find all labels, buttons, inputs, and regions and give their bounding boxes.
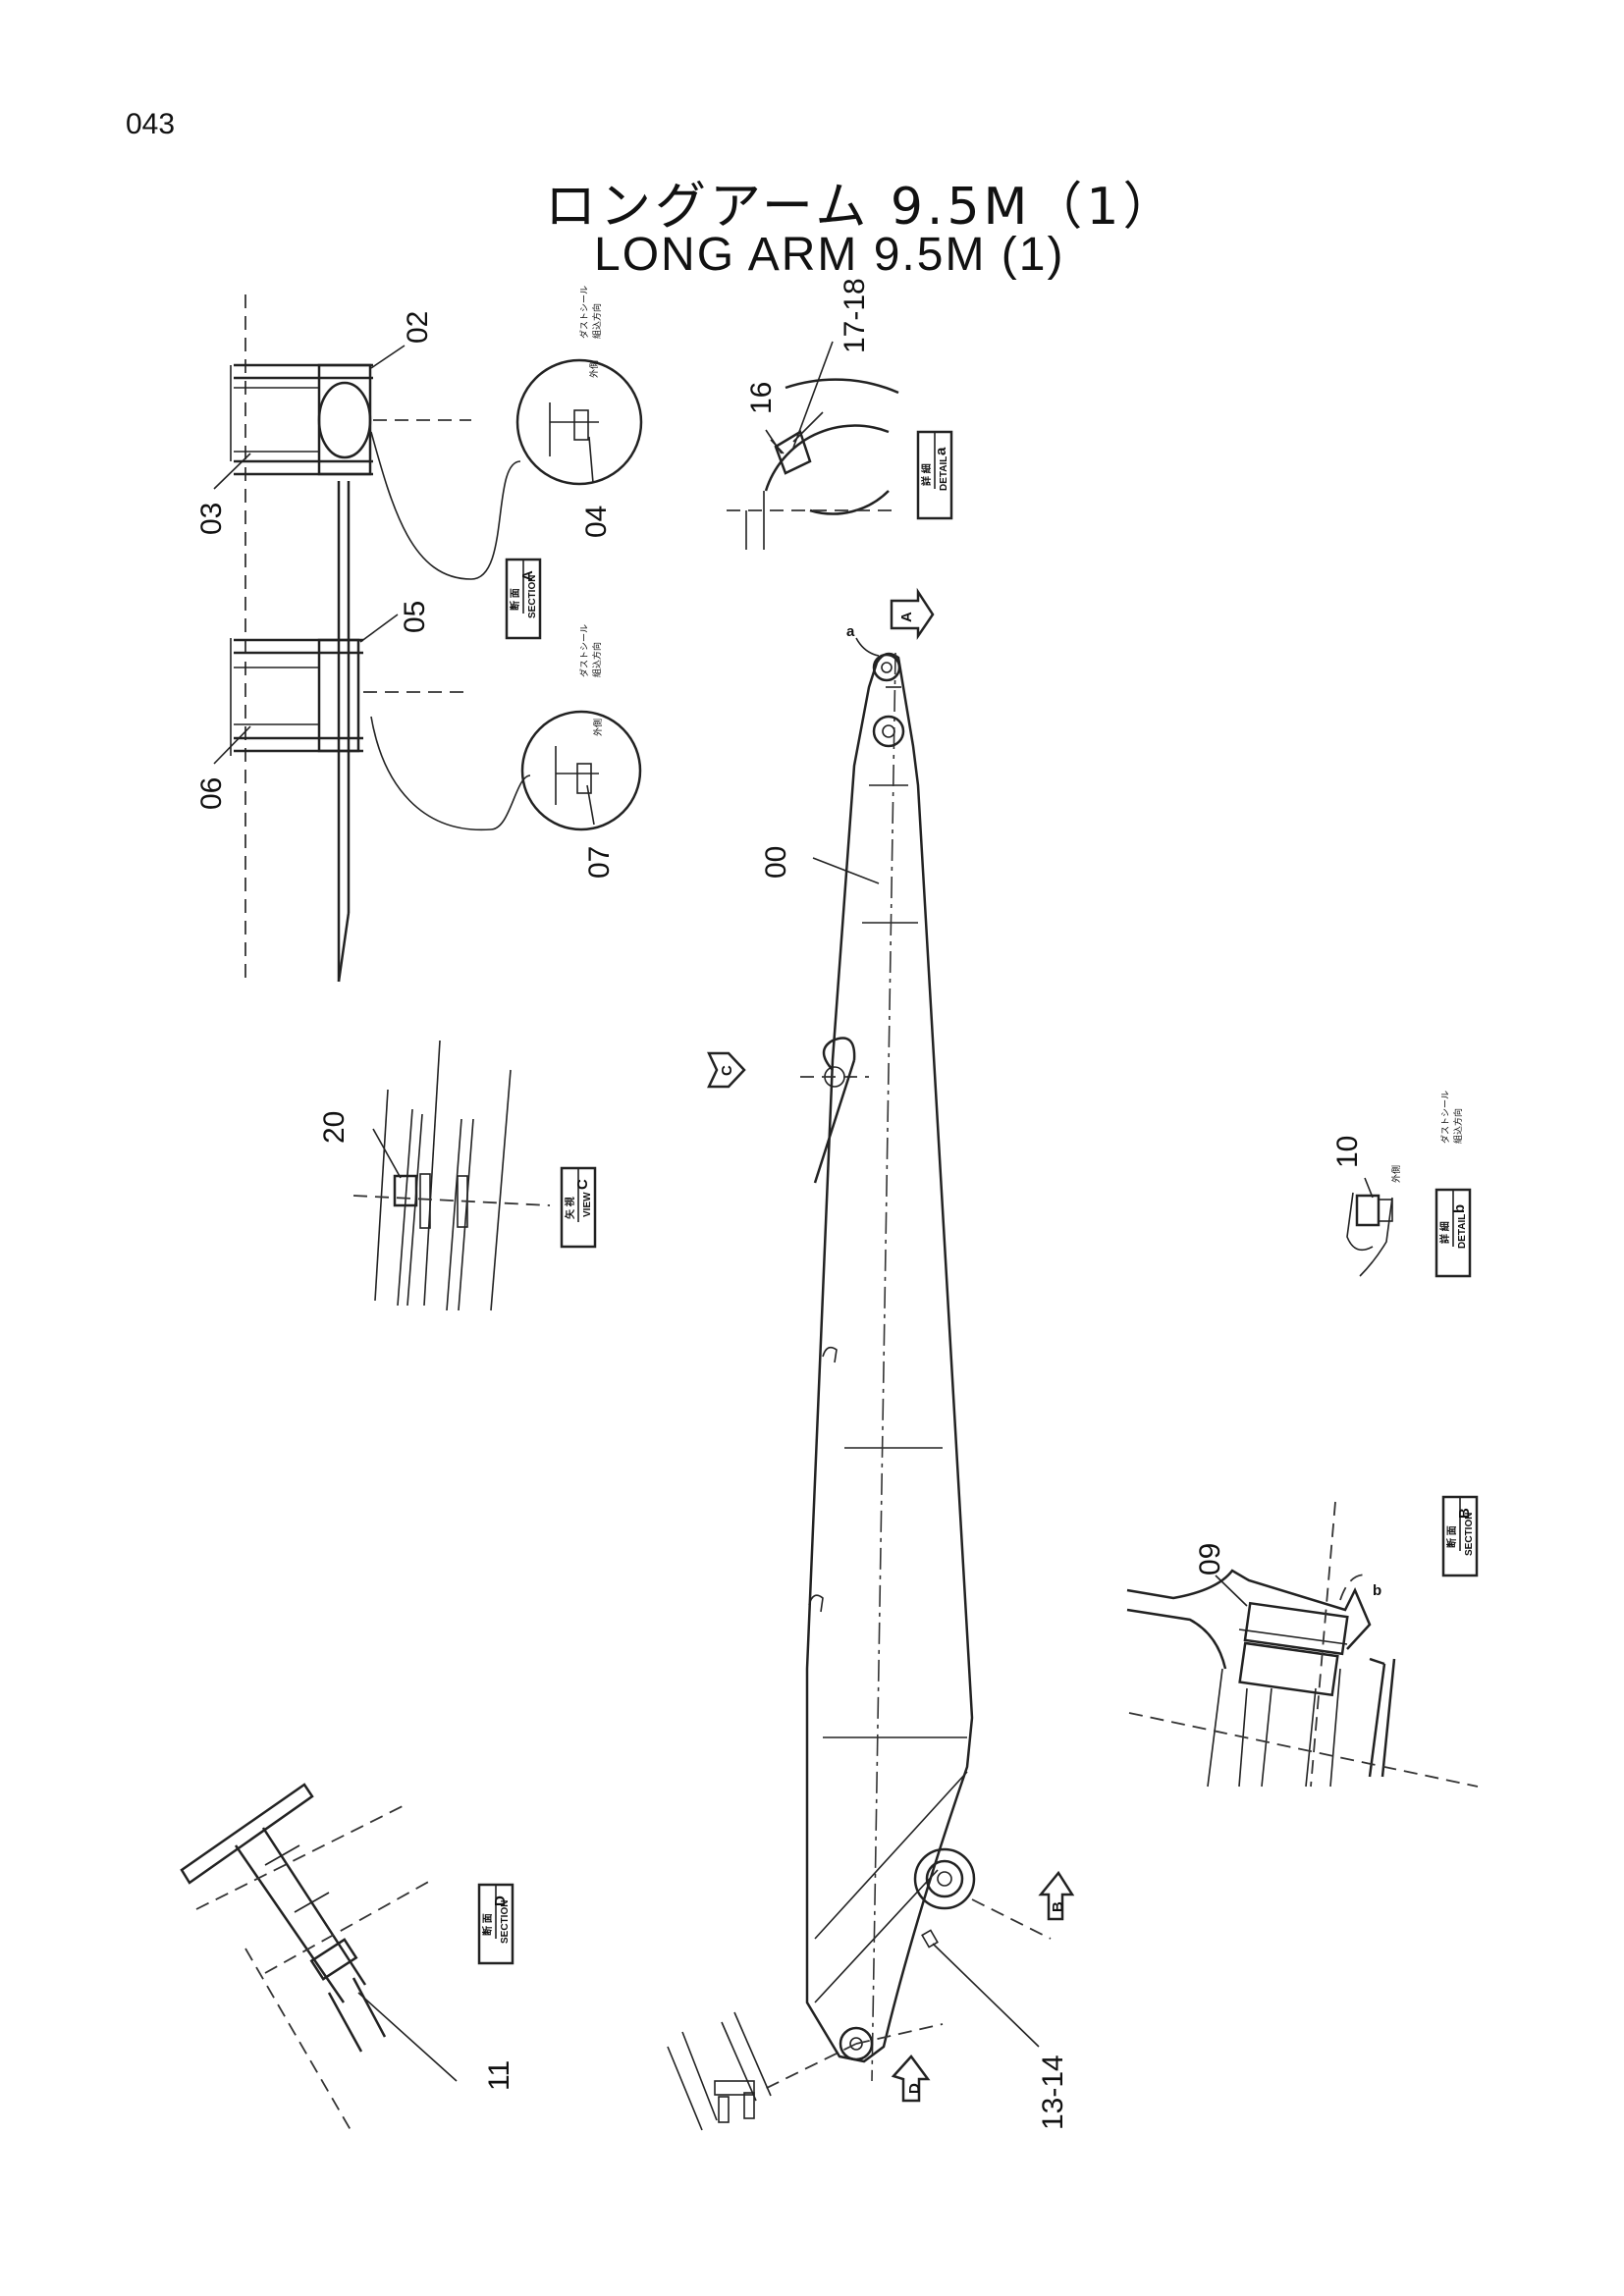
note-dust-seal-b: ダストシール (578, 624, 589, 677)
detail-a-tag: 詳 細 DETAIL a (916, 430, 953, 520)
note-install-dir-b: 組込方向 (591, 642, 602, 677)
note-outside-c: 外側 (1390, 1165, 1401, 1183)
tag-c-jp: 矢 視 (564, 1197, 576, 1219)
note-outside-a: 外側 (588, 360, 599, 378)
arrow-marker-d: D (891, 2055, 931, 2103)
tag-da-en: DETAIL (939, 456, 949, 491)
tag-a-letter: A (519, 570, 536, 581)
note-dust-seal-c: ダストシール (1439, 1091, 1450, 1144)
label-04: 04 (580, 506, 613, 538)
tag-b-en: SECTION (1464, 1513, 1475, 1556)
note-install-dir-a: 組込方向 (591, 303, 602, 339)
note-install-dir-c: 組込方向 (1452, 1108, 1463, 1144)
arrow-marker-c: C (707, 1051, 746, 1089)
label-03: 03 (195, 503, 228, 535)
tag-db-letter: b (1451, 1204, 1468, 1213)
section-d-tag: 断 面 SECTION D (477, 1883, 514, 1965)
section-a-drawing: 02 03 04 05 06 07 外側 外側 ダストシール 組込方向 ダストシ… (195, 286, 643, 983)
svg-text:D: D (906, 2083, 923, 2094)
tag-da-jp: 詳 細 (920, 463, 933, 486)
label-02: 02 (402, 311, 434, 344)
label-17-18: 17-18 (839, 278, 871, 353)
label-20: 20 (318, 1111, 351, 1144)
tag-d-en: SECTION (500, 1900, 511, 1944)
page-number: 043 (126, 108, 176, 140)
section-d-drawing: 11 (180, 1783, 515, 2136)
tag-b-letter: B (1456, 1508, 1473, 1519)
marker-b: b (1373, 1582, 1381, 1599)
label-13-14: 13-14 (1037, 2055, 1069, 2130)
tag-b-jp: 断 面 (1445, 1525, 1458, 1548)
label-10: 10 (1331, 1136, 1364, 1168)
tag-c-en: VIEW (582, 1192, 593, 1217)
detail-b-drawing: 10 外側 ダストシール 組込方向 (1331, 1091, 1463, 1277)
detail-b-tag: 詳 細 DETAIL b (1435, 1188, 1472, 1278)
tag-c-letter: C (574, 1179, 591, 1190)
tag-a-en: SECTION (527, 575, 538, 618)
svg-text:C: C (719, 1065, 735, 1076)
view-c-drawing: 20 (318, 1040, 551, 1311)
tag-db-en: DETAIL (1457, 1214, 1468, 1249)
bottom-cylinder-detail (667, 2011, 772, 2131)
label-00: 00 (760, 846, 792, 879)
long-arm-body: 00 13-14 a (760, 623, 1069, 2130)
section-a-tag: 断 面 SECTION A (505, 558, 542, 640)
svg-text:B: B (1050, 1901, 1066, 1912)
tag-d-jp: 断 面 (481, 1913, 494, 1936)
svg-text:A: A (898, 612, 915, 622)
title-japanese: ロングアーム 9.5M（1） (545, 178, 1178, 237)
label-07: 07 (583, 846, 616, 879)
marker-a: a (846, 623, 855, 640)
tag-a-jp: 断 面 (509, 588, 521, 611)
tag-db-jp: 詳 細 (1438, 1221, 1451, 1244)
note-outside-b: 外側 (592, 719, 603, 736)
detail-a-drawing: 16 17-18 (727, 278, 899, 550)
title-english: LONG ARM 9.5M (1) (594, 229, 1065, 281)
label-06: 06 (195, 777, 228, 810)
label-16: 16 (745, 382, 778, 414)
arrow-marker-a: A (890, 587, 935, 641)
arrow-marker-b: B (1038, 1870, 1075, 1921)
tag-d-letter: D (492, 1896, 509, 1906)
section-b-tag: 断 面 SECTION B (1441, 1495, 1479, 1577)
label-09: 09 (1194, 1543, 1226, 1575)
label-11: 11 (483, 2060, 515, 2091)
view-c-tag: 矢 視 VIEW C (560, 1166, 597, 1249)
tag-da-letter: a (933, 447, 949, 455)
section-b-drawing: 09 b (1126, 1501, 1479, 1788)
note-dust-seal-a: ダストシール (578, 286, 589, 339)
label-05: 05 (399, 601, 431, 633)
